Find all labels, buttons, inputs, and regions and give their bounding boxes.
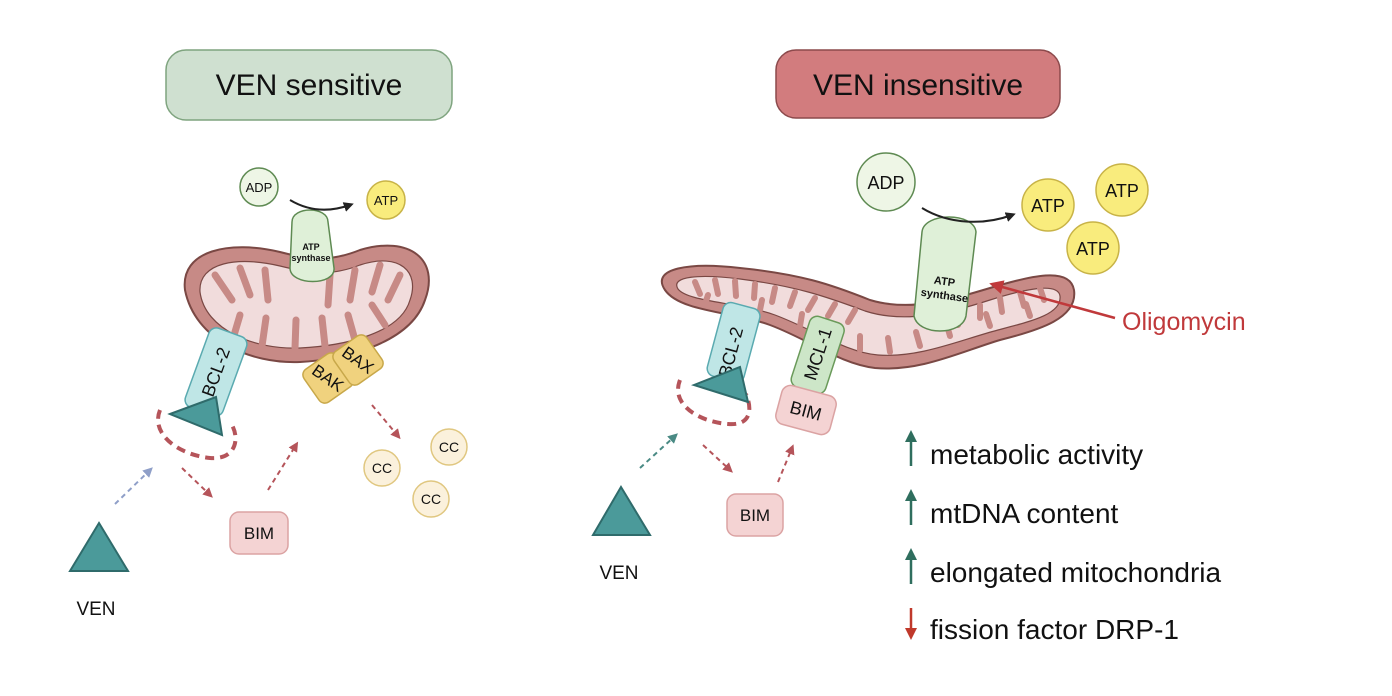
bim-to-mcl1-arrow: [777, 444, 795, 483]
cytochrome-c-1: CC: [363, 449, 401, 487]
ven-triangle-right: [591, 485, 652, 536]
bcl2-to-bim-arrow-left: [181, 467, 213, 498]
ven-bound-triangle-left: [167, 395, 224, 437]
bim-bound-right: BIM: [775, 384, 837, 436]
svg-text:elongated mitochondria: elongated mitochondria: [930, 557, 1222, 588]
up-arrow-icon-head: [905, 430, 917, 442]
svg-text:metabolic activity: metabolic activity: [930, 439, 1143, 470]
svg-text:ATP: ATP: [1105, 181, 1139, 201]
bcl2-protein-left: BCL-2: [184, 327, 248, 417]
svg-text:CC: CC: [421, 491, 441, 507]
right-panel: VEN insensitive ATP synthase: [591, 49, 1246, 645]
bax-to-cc-arrow: [371, 404, 401, 440]
adp-to-atp-arrow-left: [289, 199, 354, 212]
ven-triangle-left: [68, 521, 130, 572]
atp-synthase-right: ATP synthase: [913, 216, 977, 332]
svg-text:ATP: ATP: [374, 193, 398, 208]
insensitive-title: VEN insensitive: [813, 69, 1023, 102]
svg-text:synthase: synthase: [291, 253, 330, 263]
effect-item: fission factor DRP-1: [905, 608, 1179, 645]
svg-text:ADP: ADP: [867, 173, 904, 193]
atp-circle-right-3: ATP: [1066, 221, 1120, 275]
svg-text:fission factor DRP-1: fission factor DRP-1: [930, 614, 1179, 645]
dashed-release-outline-left: [156, 409, 238, 461]
adp-circle-right: ADP: [856, 152, 916, 212]
effect-item: mtDNA content: [905, 489, 1119, 529]
ven-label-left: VEN: [76, 599, 115, 620]
svg-text:ADP: ADP: [246, 180, 273, 195]
svg-text:CC: CC: [439, 439, 459, 455]
bim-free-left: BIM: [229, 511, 289, 555]
bim-to-bak-arrow: [267, 441, 299, 491]
sensitive-title-badge: VEN sensitive: [165, 49, 453, 121]
oligomycin-label: Oligomycin: [1122, 308, 1246, 336]
ven-label-right: VEN: [599, 563, 638, 584]
ven-to-bcl2-arrow-right: [639, 433, 678, 469]
left-panel: VEN sensitive: [68, 49, 468, 620]
atp-circle-left: ATP: [366, 180, 406, 220]
atp-circle-right-2: ATP: [1095, 163, 1149, 217]
sensitive-title: VEN sensitive: [216, 69, 403, 102]
adp-circle-left: ADP: [239, 167, 279, 207]
bcl2-to-bim-arrow-right: [702, 444, 733, 473]
svg-text:ATP: ATP: [1031, 196, 1065, 216]
bax-protein: BAX: [332, 334, 384, 386]
insensitive-title-badge: VEN insensitive: [775, 49, 1061, 119]
mitochondrion-left: [183, 244, 430, 364]
atp-synthase-left: ATP synthase: [289, 209, 335, 283]
svg-text:BIM: BIM: [740, 506, 770, 525]
up-arrow-icon-head: [905, 548, 917, 560]
svg-text:ATP: ATP: [302, 242, 319, 252]
down-arrow-icon-head: [905, 628, 917, 640]
svg-text:ATP: ATP: [1076, 239, 1110, 259]
effect-item: elongated mitochondria: [905, 548, 1222, 588]
atp-circle-right-1: ATP: [1021, 178, 1075, 232]
mcl1-protein: MCL-1: [790, 315, 845, 395]
effects-list: metabolic activity mtDNA content elongat…: [905, 430, 1222, 645]
svg-text:BIM: BIM: [244, 524, 274, 543]
svg-text:ATP: ATP: [933, 275, 956, 290]
ven-bound-triangle-right: [690, 365, 750, 404]
svg-text:CC: CC: [372, 460, 392, 476]
adp-to-atp-arrow-right: [921, 207, 1016, 223]
effect-item: metabolic activity: [905, 430, 1143, 470]
bim-free-right: BIM: [726, 493, 784, 537]
cytochrome-c-3: CC: [412, 480, 450, 518]
ven-to-bcl2-arrow: [114, 467, 153, 505]
svg-text:mtDNA content: mtDNA content: [930, 498, 1119, 529]
oligomycin-arrow: [989, 280, 1116, 320]
dashed-release-outline-right: [676, 379, 752, 427]
cytochrome-c-2: CC: [430, 428, 468, 466]
up-arrow-icon-head: [905, 489, 917, 501]
